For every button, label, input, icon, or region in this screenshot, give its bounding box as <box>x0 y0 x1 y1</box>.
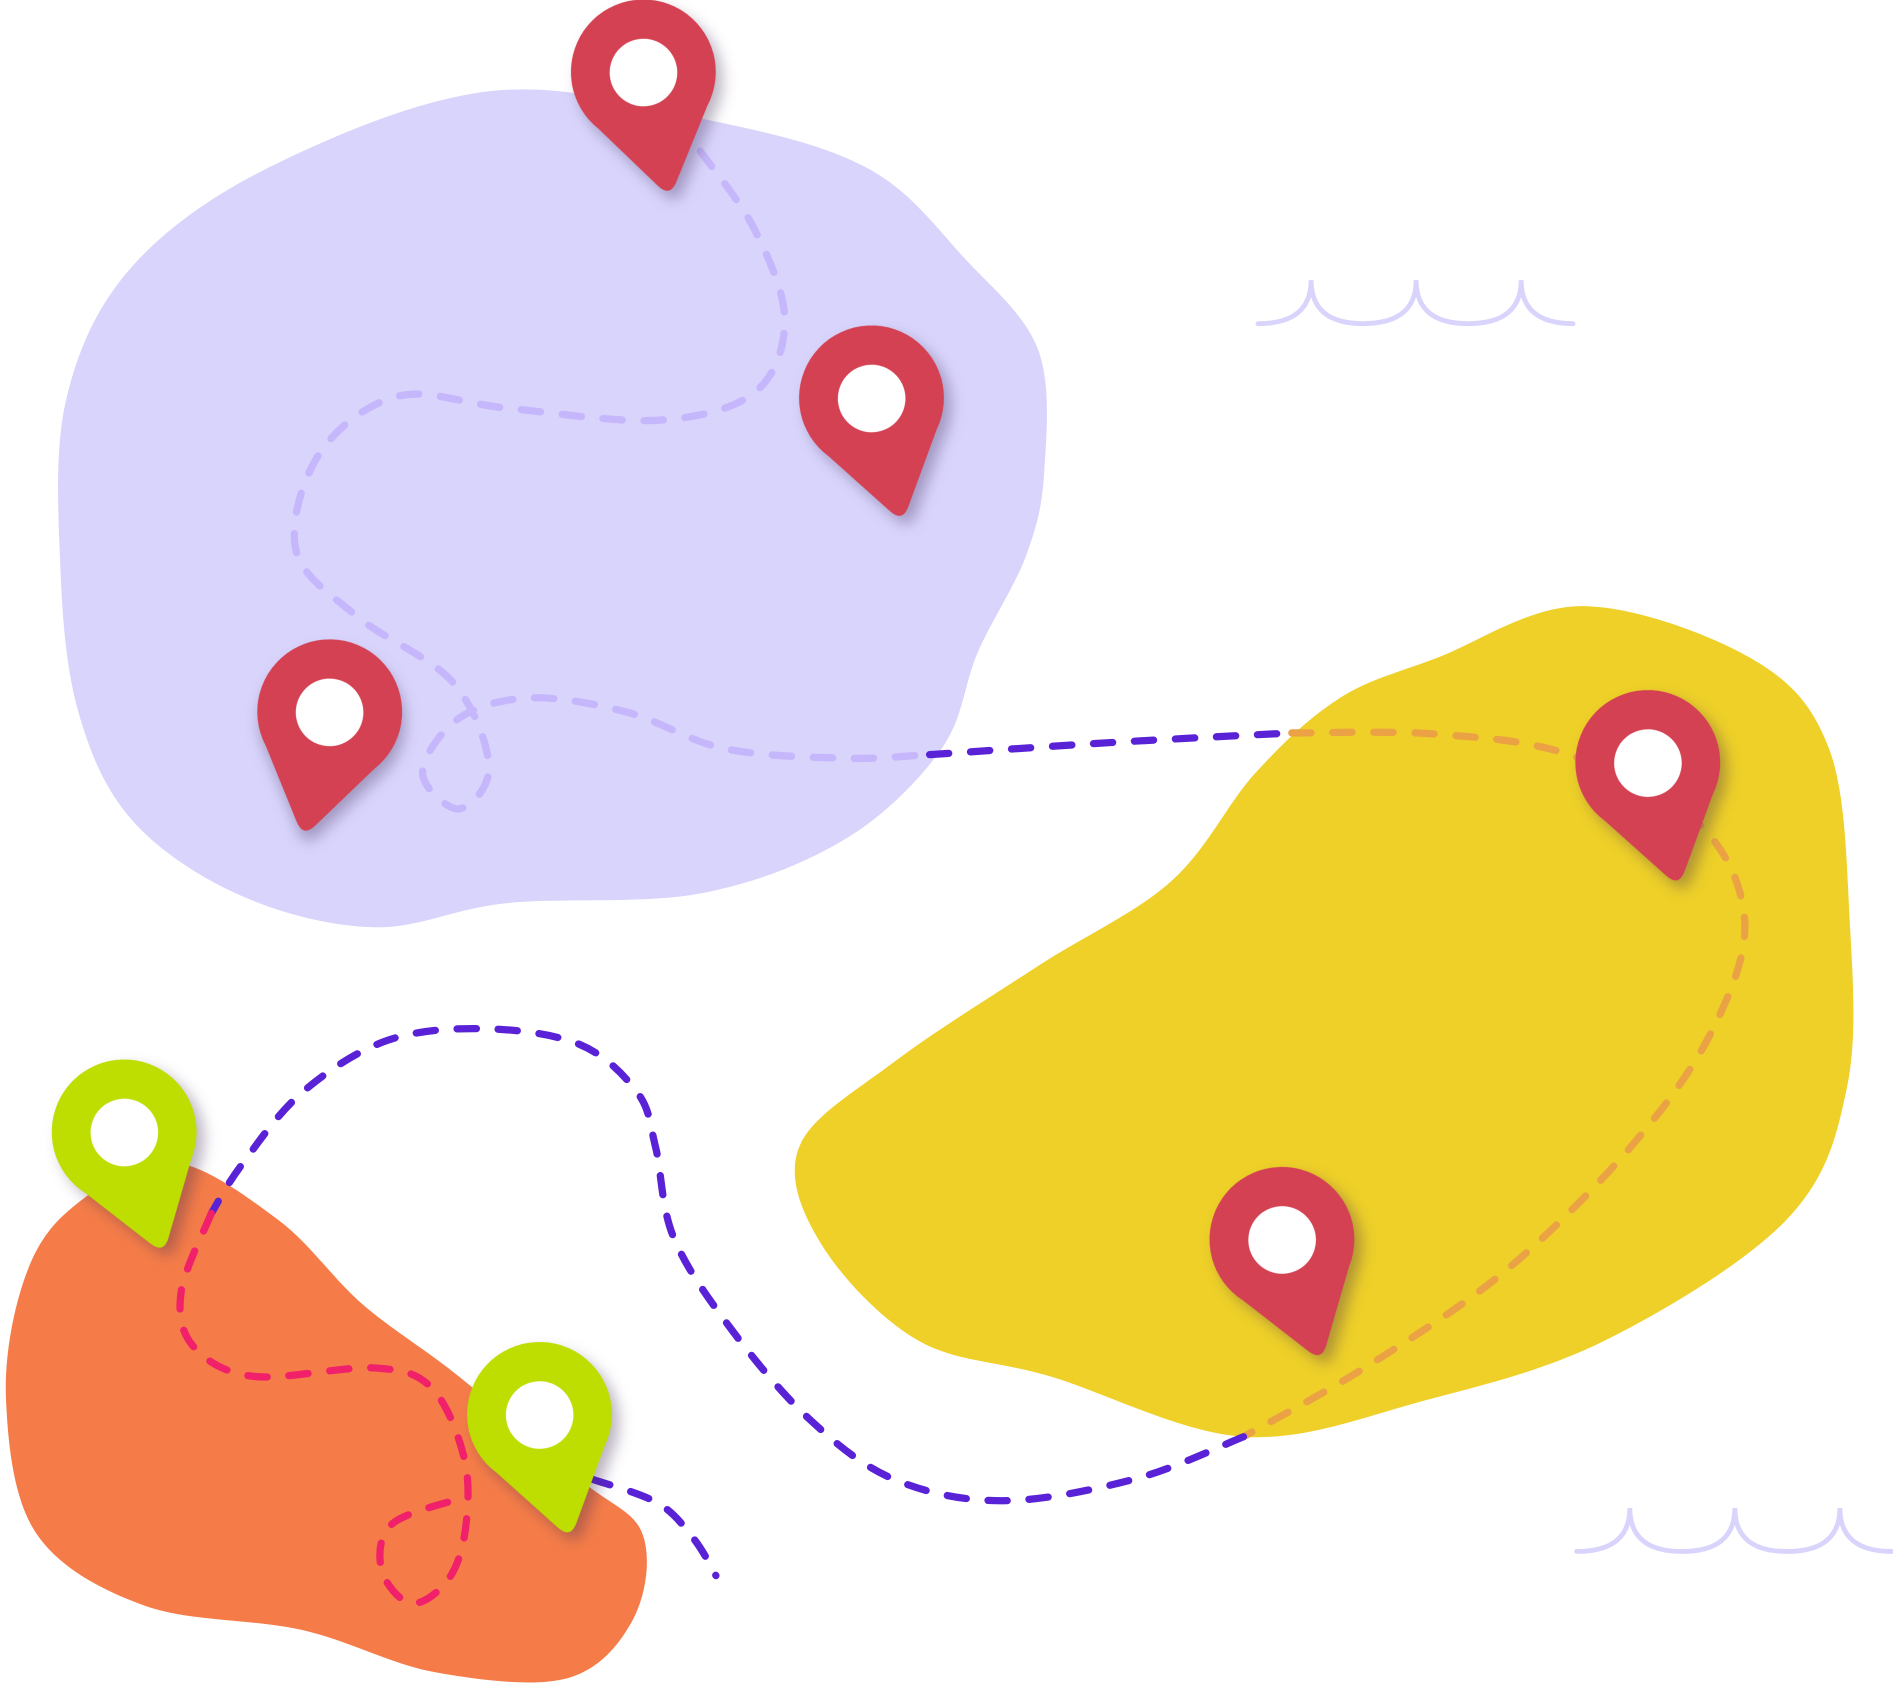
dashed-route <box>207 1024 1248 1505</box>
pin-hole <box>837 364 906 433</box>
orange-island <box>5 1161 647 1683</box>
pin-hole <box>295 678 364 747</box>
dashed-route <box>176 1209 472 1608</box>
wave-decoration <box>1255 280 1576 327</box>
map-pin-icon[interactable] <box>557 0 739 206</box>
pin-hole <box>1614 729 1682 797</box>
wave-decoration <box>1574 1507 1893 1554</box>
map-pin-icon[interactable] <box>452 1327 639 1550</box>
yellow-island <box>794 606 1854 1438</box>
dashed-route <box>290 147 934 813</box>
map-pin-icon[interactable] <box>1191 1148 1389 1377</box>
dashed-route <box>1239 728 1749 1441</box>
map-pin-icon[interactable] <box>234 626 416 846</box>
routes <box>176 147 1749 1608</box>
pin-hole <box>90 1098 159 1167</box>
pin-hole <box>1248 1206 1316 1274</box>
waves <box>1255 280 1893 1554</box>
pin-hole <box>609 38 678 107</box>
map-pin-icon[interactable] <box>33 1041 231 1270</box>
dashed-route <box>587 1475 720 1580</box>
map-pin-icon[interactable] <box>784 310 971 533</box>
pins <box>33 0 1747 1550</box>
islands <box>5 89 1854 1683</box>
map-pin-icon[interactable] <box>1560 675 1747 898</box>
pin-hole <box>505 1381 574 1449</box>
dashed-route <box>925 729 1296 759</box>
